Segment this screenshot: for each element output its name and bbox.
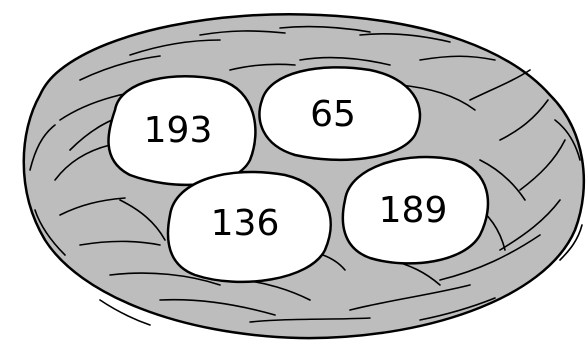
- egg-label: 189: [379, 190, 448, 231]
- egg-label: 136: [211, 203, 280, 244]
- egg-label: 65: [310, 94, 356, 135]
- egg-65: 65: [258, 66, 422, 162]
- nest-body: [22, 13, 586, 340]
- egg-label: 193: [144, 110, 213, 151]
- egg-shape: [341, 155, 490, 265]
- nest-straw-texture: [29, 25, 583, 326]
- egg-136: 136: [166, 170, 332, 284]
- egg-189: 189: [341, 155, 490, 265]
- egg-shape: [107, 75, 257, 187]
- egg-193: 193: [107, 75, 257, 187]
- egg-shape: [166, 170, 332, 284]
- egg-shape: [258, 66, 422, 162]
